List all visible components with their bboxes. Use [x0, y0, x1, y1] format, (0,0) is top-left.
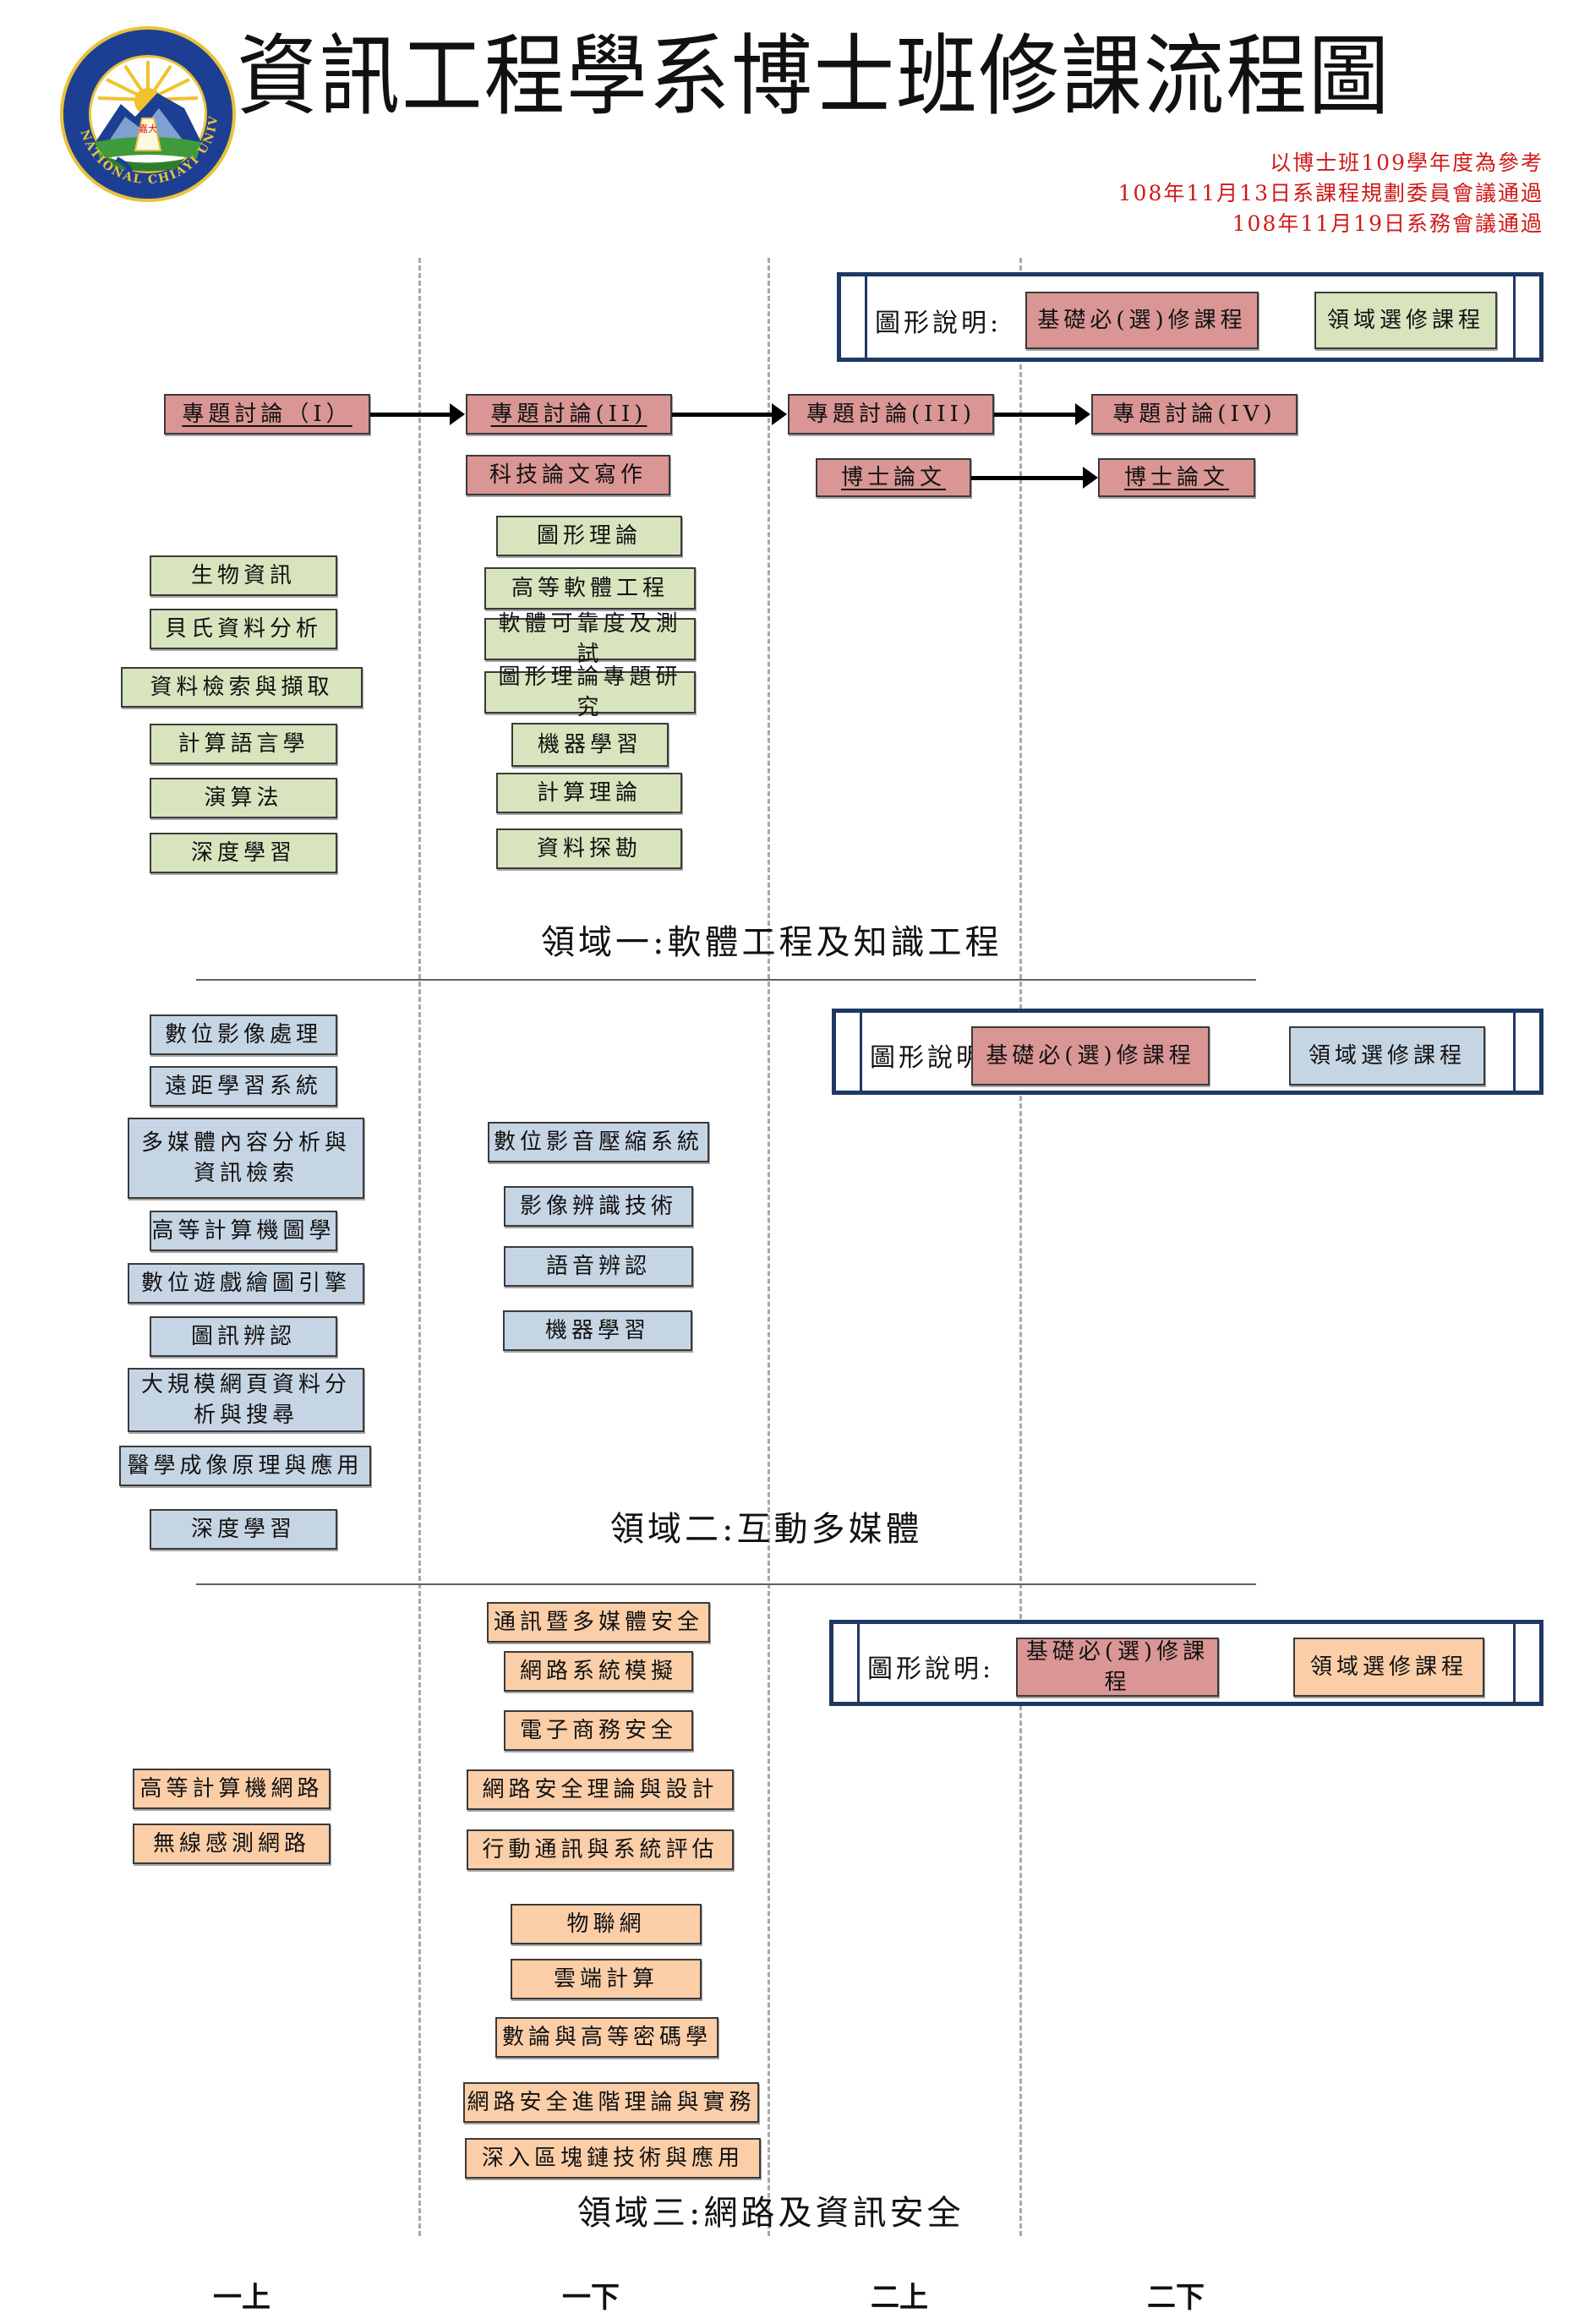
course-d2-s2: 機器學習 — [503, 1310, 692, 1351]
seminar-2: 專題討論(II) — [466, 394, 672, 435]
course-d3-s2: 通訊暨多媒體安全 — [487, 1602, 710, 1643]
svg-text:嘉大: 嘉大 — [139, 123, 157, 134]
legend-domain2: 圖形說明: 基礎必(選)修課程 領域選修課程 — [832, 1009, 1543, 1095]
approval-note: 108年11月13日系課程規劃委員會議通過 — [1117, 181, 1543, 205]
legend-frame — [857, 1624, 1516, 1702]
arrow-seminar-3-to-4 — [994, 403, 1090, 425]
seminar-3: 專題討論(III) — [788, 394, 994, 435]
legend-required-swatch: 基礎必(選)修課程 — [971, 1026, 1210, 1085]
semester-label: 二上 — [871, 2281, 928, 2315]
domain-separator — [196, 979, 1256, 981]
arrow-seminar-2-to-3 — [672, 403, 787, 425]
legend-required-swatch: 基礎必(選)修課程 — [1025, 292, 1259, 349]
course-d3-s2: 數論與高等密碼學 — [495, 2017, 718, 2058]
university-logo: 嘉大 NATIONAL CHIAYI UNIVERSITY — [52, 14, 238, 205]
technical-writing: 科技論文寫作 — [466, 455, 670, 495]
domain2-title: 領域二:互動多媒體 — [610, 1510, 923, 1549]
course-d1-s1: 生物資訊 — [150, 555, 337, 596]
course-d1-s2: 高等軟體工程 — [484, 567, 696, 610]
course-d1-s2: 圖形理論專題研究 — [484, 664, 696, 720]
course-d3-s2: 行動通訊與系統評估 — [467, 1829, 734, 1870]
semester-label: 一下 — [562, 2281, 620, 2315]
course-d2-s1: 深度學習 — [150, 1509, 337, 1550]
course-d2-s1: 多媒體內容分析與資訊檢索 — [128, 1118, 364, 1199]
course-d3-s2: 網路系統模擬 — [504, 1651, 693, 1692]
university-seal-icon: 嘉大 NATIONAL CHIAYI UNIVERSITY — [52, 14, 236, 202]
course-d1-s1: 資料檢索與擷取 — [121, 667, 363, 708]
course-d1-s2: 機器學習 — [511, 723, 669, 767]
legend-frame — [865, 276, 1516, 358]
semester-label: 二下 — [1147, 2281, 1205, 2315]
course-d2-s1: 醫學成像原理與應用 — [119, 1446, 371, 1486]
legend-label: 圖形說明: — [875, 309, 1003, 338]
legend-domain3: 圖形說明: 基礎必(選)修課程 領域選修課程 — [829, 1620, 1543, 1706]
semester-divider — [1019, 258, 1022, 2236]
course-d1-s2: 資料探勘 — [496, 828, 682, 869]
course-d1-s1: 貝氏資料分析 — [150, 609, 337, 649]
arrow-seminar-1-to-2 — [370, 403, 465, 425]
seminar-1: 專題討論（I） — [164, 394, 370, 435]
arrow-dissertation — [971, 467, 1098, 489]
legend-required-swatch: 基礎必(選)修課程 — [1016, 1638, 1219, 1697]
legend-domain1: 圖形說明: 基礎必(選)修課程 領域選修課程 — [837, 272, 1543, 362]
legend-frame — [860, 1013, 1516, 1091]
course-d3-s2: 電子商務安全 — [504, 1710, 693, 1751]
course-d2-s1: 遠距學習系統 — [150, 1066, 337, 1107]
approval-note: 108年11月19日系務會議通過 — [1232, 211, 1543, 236]
course-d2-s1: 數位影像處理 — [150, 1014, 337, 1055]
approval-notes: 以博士班109學年度為參考 108年11月13日系課程規劃委員會議通過 108年… — [1118, 148, 1543, 239]
approval-note: 以博士班109學年度為參考 — [1270, 150, 1543, 175]
legend-elective-swatch: 領域選修課程 — [1314, 292, 1497, 349]
course-d3-s2: 物聯網 — [511, 1904, 702, 1944]
domain3-title: 領域三:網路及資訊安全 — [577, 2194, 964, 2233]
course-d2-s2: 數位影音壓縮系統 — [488, 1122, 709, 1162]
course-d3-s1: 無線感測網路 — [133, 1824, 331, 1864]
legend-elective-swatch: 領域選修課程 — [1293, 1638, 1484, 1697]
domain1-title: 領域一:軟體工程及知識工程 — [541, 923, 1003, 962]
course-d1-s1: 演算法 — [150, 778, 337, 818]
dissertation-1: 博士論文 — [816, 458, 971, 497]
semester-label: 一上 — [213, 2281, 270, 2315]
course-d1-s2: 計算理論 — [496, 773, 682, 813]
page-title: 資訊工程學系博士班修課流程圖 — [237, 25, 1391, 128]
domain-separator — [196, 1583, 1256, 1585]
course-d1-s2: 圖形理論 — [496, 516, 682, 556]
seminar-4: 專題討論(IV) — [1091, 394, 1298, 435]
course-d2-s1: 大規模網頁資料分析與搜尋 — [128, 1368, 364, 1432]
course-d3-s2: 深入區塊鏈技術與應用 — [465, 2138, 761, 2179]
course-d2-s1: 圖訊辨認 — [150, 1316, 337, 1357]
course-d2-s1: 數位遊戲繪圖引擎 — [128, 1263, 364, 1304]
course-d1-s2: 軟體可靠度及測試 — [484, 611, 696, 667]
course-d1-s1: 計算語言學 — [150, 724, 337, 764]
course-d2-s1: 高等計算機圖學 — [150, 1211, 337, 1251]
course-d3-s2: 網路安全理論與設計 — [467, 1769, 734, 1810]
dissertation-2: 博士論文 — [1098, 458, 1255, 497]
semester-divider — [418, 258, 421, 2236]
course-d3-s1: 高等計算機網路 — [133, 1769, 331, 1809]
course-d3-s2: 網路安全進階理論與實務 — [463, 2082, 759, 2123]
course-d2-s2: 影像辨識技術 — [504, 1186, 693, 1227]
semester-divider — [768, 258, 770, 2236]
course-d1-s1: 深度學習 — [150, 833, 337, 873]
course-d3-s2: 雲端計算 — [511, 1959, 702, 1999]
course-d2-s2: 語音辨認 — [504, 1246, 693, 1287]
legend-elective-swatch: 領域選修課程 — [1289, 1026, 1485, 1085]
legend-label: 圖形說明: — [867, 1654, 995, 1684]
